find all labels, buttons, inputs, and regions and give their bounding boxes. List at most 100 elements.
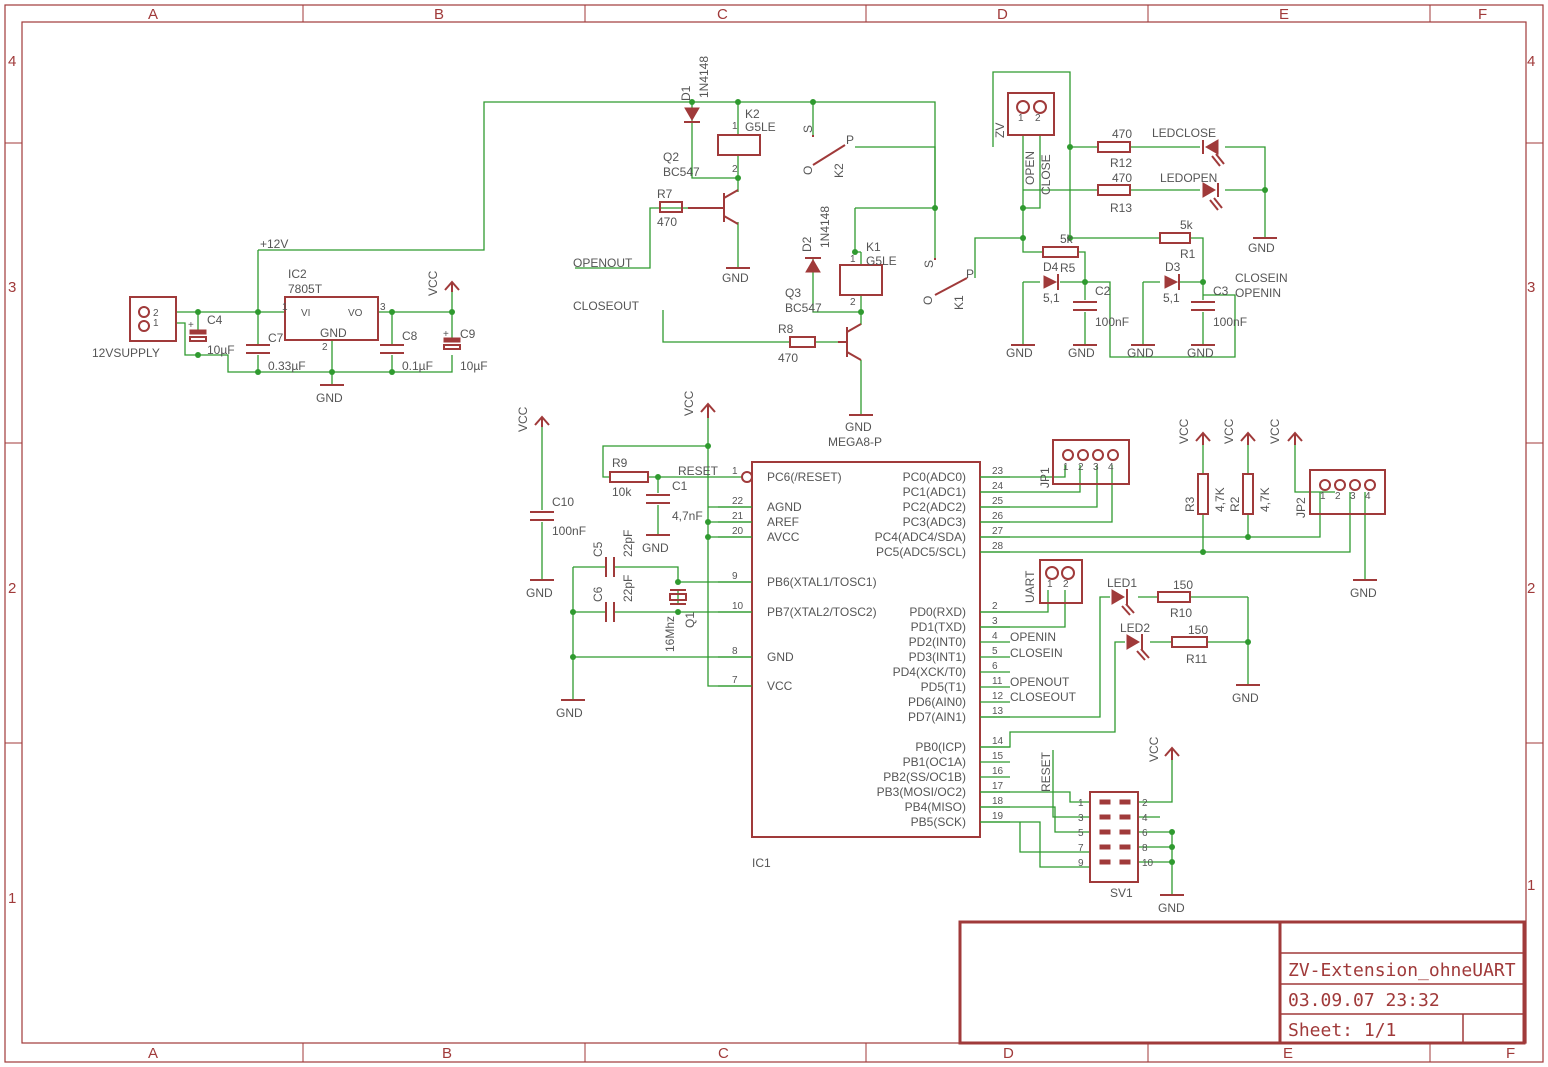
mcu-pin-name: PD4(XCK/T0) [893, 665, 966, 679]
svg-text:VCC: VCC [1147, 736, 1161, 762]
title-block-sheet: Sheet: 1/1 [1288, 1020, 1396, 1041]
relay-k2-coil: 1 2 K2 G5LE [717, 107, 776, 175]
diode-d2: D2 1N4148 [800, 206, 832, 273]
svg-text:C1: C1 [672, 479, 688, 493]
svg-text:10µF: 10µF [207, 343, 235, 357]
svg-text:2: 2 [1035, 113, 1041, 124]
svg-text:LEDCLOSE: LEDCLOSE [1152, 126, 1216, 140]
svg-text:150: 150 [1188, 623, 1208, 637]
net-label-openin: OPENIN [1010, 630, 1056, 644]
svg-text:470: 470 [778, 351, 798, 365]
mcu-pin-name: PD6(AIN0) [908, 695, 966, 709]
gnd-symbol-leds: GND [1248, 237, 1277, 255]
mcu-pin-number: 15 [992, 751, 1004, 762]
diode-d1: D1 1N4148 [679, 56, 711, 123]
svg-text:22pF: 22pF [621, 530, 635, 557]
sv1-pin-pad [1099, 859, 1111, 865]
svg-text:R1: R1 [1180, 247, 1196, 261]
mcu-pin-number: 18 [992, 796, 1004, 807]
gnd-symbol-c1: GND [642, 534, 670, 555]
svg-text:1N4148: 1N4148 [818, 206, 832, 248]
svg-text:GND: GND [320, 326, 347, 340]
sv1-pin-pad [1099, 799, 1111, 805]
mcu-pin-name: AREF [767, 515, 799, 529]
cap-c8: C8 0.1µF [380, 329, 433, 373]
svg-text:GND: GND [1068, 346, 1095, 360]
cap-c2: C2 100nF [1073, 284, 1129, 329]
mcu-pin-number: 21 [732, 511, 744, 522]
svg-text:LEDOPEN: LEDOPEN [1160, 171, 1217, 185]
col-label-bottom: D [1003, 1045, 1014, 1062]
mcu-pin-number: 2 [992, 601, 998, 612]
svg-text:3: 3 [1093, 462, 1099, 473]
mcu-pin-number: 25 [992, 496, 1004, 507]
mcu-pin-name: AGND [767, 500, 802, 514]
net-label-openin-top: OPENIN [1235, 286, 1281, 300]
svg-text:C4: C4 [207, 313, 223, 327]
gnd-row-zener: GND GND GND GND [1006, 344, 1215, 360]
vcc-symbol-supply: VCC [426, 270, 460, 296]
regulator-ic2: IC2 7805T VI VO GND 1 3 2 [282, 267, 386, 353]
mcu-pin-name: PD7(AIN1) [908, 710, 966, 724]
sv1-pin-pad [1119, 799, 1131, 805]
svg-text:IC2: IC2 [288, 267, 307, 281]
row-label-left: 3 [8, 279, 16, 296]
resistor-r1: 5k R1 [1159, 218, 1196, 261]
mcu-pin-name: PB7(XTAL2/TOSC2) [767, 605, 877, 619]
svg-text:C10: C10 [552, 495, 574, 509]
mcu-pin-name: PB2(SS/OC1B) [883, 770, 966, 784]
svg-text:100nF: 100nF [552, 524, 586, 538]
mcu-pin-name: PD5(T1) [921, 680, 966, 694]
grid-labels: A B C D E F A B C D E F 4 3 2 1 4 3 2 1 [8, 6, 1535, 1062]
svg-text:2: 2 [1335, 491, 1341, 502]
col-label-top: E [1279, 6, 1289, 23]
mcu-pin-name: GND [767, 650, 794, 664]
svg-text:R10: R10 [1170, 606, 1192, 620]
svg-text:C8: C8 [402, 329, 418, 343]
cap-c5: C5 22pF [591, 530, 635, 577]
ic1-value: MEGA8-P [828, 435, 882, 449]
cap-c1: C1 4,7nF [646, 479, 703, 523]
svg-text:ZV: ZV [993, 123, 1007, 138]
sv1-pin-number: 6 [1142, 828, 1148, 839]
svg-text:G5LE: G5LE [745, 120, 776, 134]
mcu-pin-name: PC3(ADC3) [903, 515, 966, 529]
sv1-pin-number: 4 [1142, 813, 1148, 824]
mcu-right-pins: 23PC0(ADC0)24PC1(ADC1)25PC2(ADC2)26PC3(A… [875, 466, 1010, 829]
row-label-left: 4 [8, 53, 16, 70]
col-label-top: C [717, 6, 728, 23]
gnd-symbol-q3: GND [845, 414, 873, 434]
mcu-pin-name: PD3(INT1) [909, 650, 966, 664]
col-label-top: B [434, 6, 444, 23]
svg-text:VCC: VCC [1222, 418, 1236, 444]
svg-text:GND: GND [845, 420, 872, 434]
cap-c7: C7 0.33µF [246, 331, 306, 373]
svg-text:5k: 5k [1180, 218, 1194, 232]
svg-text:1: 1 [1018, 113, 1024, 124]
junctions [195, 99, 1268, 865]
svg-text:D4: D4 [1043, 260, 1059, 274]
led-ledclose: LEDCLOSE [1152, 126, 1225, 167]
net-label-closeout-mcu: CLOSEOUT [1010, 690, 1077, 704]
svg-text:3: 3 [1350, 491, 1356, 502]
net-label-openout-mcu: OPENOUT [1010, 675, 1070, 689]
svg-text:UART: UART [1023, 570, 1037, 603]
resistor-r5: 5k R5 [1042, 232, 1079, 275]
mcu-pin-number: 7 [732, 675, 738, 686]
svg-text:VCC: VCC [1268, 418, 1282, 444]
svg-text:C6: C6 [591, 586, 605, 602]
svg-text:O: O [801, 166, 815, 175]
sv1-pin-pad [1099, 829, 1111, 835]
led-led1: LED1 [1107, 576, 1137, 616]
sv1-pin-pad [1119, 844, 1131, 850]
led-ledopen: LEDOPEN [1160, 171, 1223, 211]
resistor-r9: R9 10k [609, 456, 649, 499]
sv1-pin-number: 10 [1142, 858, 1154, 869]
svg-text:GND: GND [1127, 346, 1154, 360]
mcu-pin-number: 28 [992, 541, 1004, 552]
svg-text:2: 2 [850, 297, 856, 308]
svg-text:C7: C7 [268, 331, 284, 345]
svg-text:JP1: JP1 [1038, 467, 1052, 488]
cap-c10: C10 100nF [530, 495, 586, 538]
